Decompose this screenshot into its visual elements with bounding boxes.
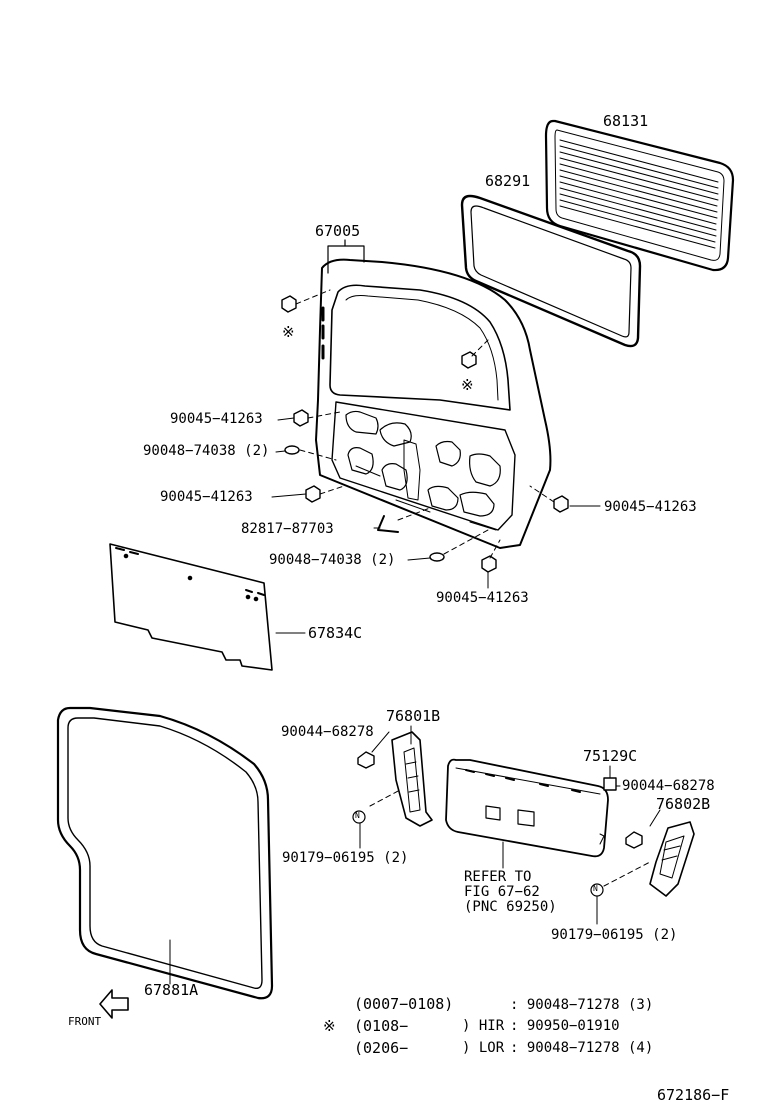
note-trim: ) HIR — [462, 1018, 505, 1034]
note-range: (0007−0108) — [354, 995, 454, 1013]
glass-weatherstrip-68291 — [462, 196, 640, 346]
leader-lines — [296, 290, 650, 886]
back-door-panel-67005 — [316, 240, 550, 548]
service-hole-cover-67834C — [110, 544, 272, 670]
part-label-75129C: 75129C — [583, 747, 638, 765]
front-arrow-icon — [100, 990, 128, 1018]
part-label-90048-74038-b: 90048−74038 (2) — [269, 552, 396, 568]
n-marker-right — [591, 884, 603, 896]
trim-76802B — [650, 822, 694, 896]
asterisk-mark-center: ※ — [461, 376, 474, 394]
clip-90044-right — [626, 832, 642, 848]
part-label-68291: 68291 — [485, 172, 531, 190]
part-label-90048-74038-a: 90048−74038 (2) — [143, 443, 270, 459]
part-label-67834C: 67834C — [308, 624, 363, 642]
note-mark: ※ — [323, 1017, 336, 1035]
part-label-90179-06195-b: 90179−06195 (2) — [551, 927, 678, 943]
refer-line-1: REFER TO — [464, 869, 532, 885]
door-trim-panel — [446, 760, 608, 857]
part-label-90045-41263-a: 90045−41263 — [170, 411, 263, 427]
part-label-76801B: 76801B — [386, 707, 441, 725]
n-symbol-right: N — [593, 884, 598, 893]
n-marker-left — [353, 811, 365, 823]
figure-id: 672186−F — [657, 1086, 730, 1104]
part-label-90045-41263-c: 90045−41263 — [436, 590, 529, 606]
part-label-90045-41263-b: 90045−41263 — [160, 489, 253, 505]
part-label-82817-87703: 82817−87703 — [241, 521, 334, 537]
note-part: : 90048−71278 (4) — [510, 1040, 654, 1056]
clip-75129C — [604, 778, 616, 790]
trim-76801B — [358, 732, 432, 826]
part-label-67881A: 67881A — [144, 981, 199, 999]
note-trim: ) LOR — [462, 1040, 505, 1056]
back-glass-68131 — [546, 121, 733, 270]
part-label-68131: 68131 — [603, 112, 649, 130]
door-weatherstrip-67881A — [58, 708, 272, 998]
part-label-76802B: 76802B — [656, 795, 711, 813]
door-fasteners — [282, 296, 568, 572]
note-part: : 90950−01910 — [510, 1018, 620, 1034]
note-part: : 90048−71278 (3) — [510, 997, 654, 1013]
part-label-90044-68278-b: 90044−68278 — [622, 778, 715, 794]
solid-leaders — [170, 418, 660, 984]
refer-line-2: FIG 67−62 — [464, 884, 540, 900]
part-label-90044-68278-a: 90044−68278 — [281, 724, 374, 740]
front-label: FRONT — [68, 1015, 102, 1028]
note-range: (0206− — [354, 1039, 409, 1057]
refer-line-3: (PNC 69250) — [464, 899, 557, 915]
part-label-67005: 67005 — [315, 222, 361, 240]
part-label-90045-41263-d: 90045−41263 — [604, 499, 697, 515]
note-range: (0108− — [354, 1017, 409, 1035]
n-symbol-left: N — [355, 811, 360, 820]
asterisk-mark-left: ※ — [282, 323, 295, 341]
part-label-90179-06195-a: 90179−06195 (2) — [282, 850, 409, 866]
